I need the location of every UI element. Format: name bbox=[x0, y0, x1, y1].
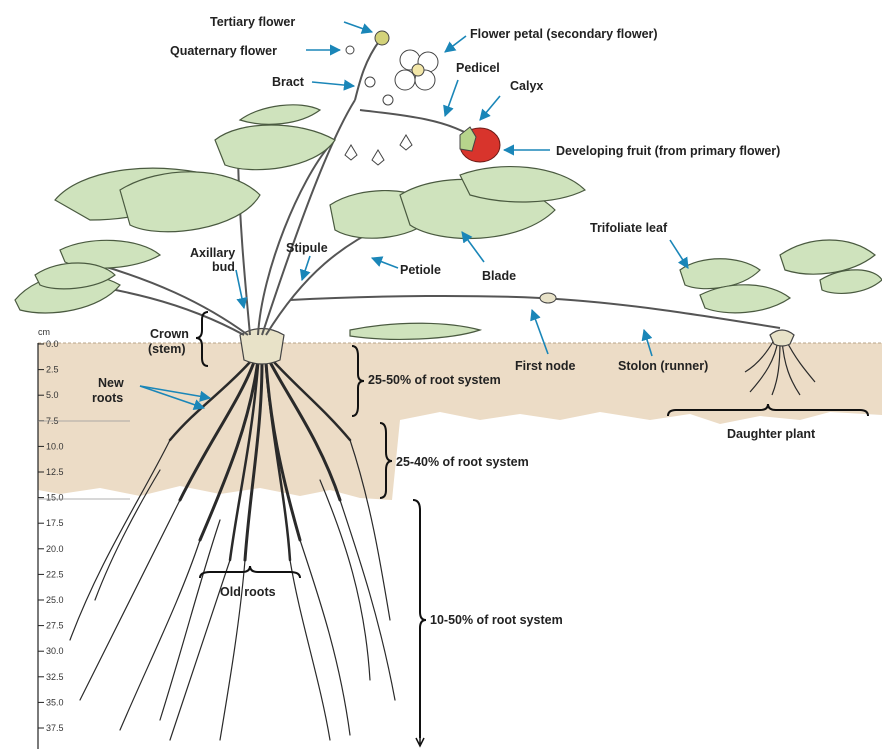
label-new-roots-line2: roots bbox=[92, 391, 123, 405]
label-stipule: Stipule bbox=[286, 241, 328, 255]
label-pedicel: Pedicel bbox=[456, 61, 500, 75]
depth-tick-label: 22.5 bbox=[46, 569, 64, 579]
depth-tick-label: 30.0 bbox=[46, 646, 64, 656]
depth-unit-label: cm bbox=[38, 327, 50, 337]
soil-layer bbox=[38, 343, 882, 500]
label-stolon: Stolon (runner) bbox=[618, 359, 708, 373]
label-bract: Bract bbox=[272, 75, 305, 89]
depth-tick-label: 15.0 bbox=[46, 493, 64, 503]
label-root-25-50: 25-50% of root system bbox=[368, 373, 501, 387]
depth-tick-label: 2.5 bbox=[46, 365, 59, 375]
depth-tick-label: 12.5 bbox=[46, 467, 64, 477]
label-old-roots: Old roots bbox=[220, 585, 276, 599]
depth-tick-label: 10.0 bbox=[46, 441, 64, 451]
label-trifoliate-leaf: Trifoliate leaf bbox=[590, 221, 668, 235]
label-root-10-50: 10-50% of root system bbox=[430, 613, 563, 627]
label-developing-fruit: Developing fruit (from primary flower) bbox=[556, 144, 780, 158]
leaves bbox=[15, 105, 882, 340]
label-crown-line1: Crown bbox=[150, 327, 189, 341]
label-quaternary-flower: Quaternary flower bbox=[170, 44, 277, 58]
label-calyx: Calyx bbox=[510, 79, 543, 93]
label-root-25-40: 25-40% of root system bbox=[396, 455, 529, 469]
depth-tick-label: 25.0 bbox=[46, 595, 64, 605]
tertiary-flower bbox=[375, 31, 389, 45]
depth-tick-label: 35.0 bbox=[46, 697, 64, 707]
depth-tick-label: 5.0 bbox=[46, 390, 59, 400]
developing-fruit bbox=[460, 127, 500, 162]
depth-tick-label: 32.5 bbox=[46, 672, 64, 682]
label-axillary-bud-line2: bud bbox=[212, 260, 235, 274]
secondary-flower bbox=[395, 50, 438, 90]
depth-tick-label: 0.0 bbox=[46, 339, 59, 349]
label-axillary-bud-line1: Axillary bbox=[190, 246, 235, 260]
label-flower-petal: Flower petal (secondary flower) bbox=[470, 27, 658, 41]
quaternary-flower bbox=[346, 46, 354, 54]
label-crown-line2: (stem) bbox=[148, 342, 186, 356]
depth-tick-label: 17.5 bbox=[46, 518, 64, 528]
label-new-roots-line1: New bbox=[98, 376, 124, 390]
label-blade: Blade bbox=[482, 269, 516, 283]
label-first-node: First node bbox=[515, 359, 575, 373]
depth-tick-label: 37.5 bbox=[46, 723, 64, 733]
flowers-and-fruit bbox=[345, 31, 500, 165]
depth-tick-label: 20.0 bbox=[46, 544, 64, 554]
label-tertiary-flower: Tertiary flower bbox=[210, 15, 295, 29]
label-petiole: Petiole bbox=[400, 263, 441, 277]
label-daughter-plant: Daughter plant bbox=[727, 427, 816, 441]
depth-tick-label: 27.5 bbox=[46, 621, 64, 631]
